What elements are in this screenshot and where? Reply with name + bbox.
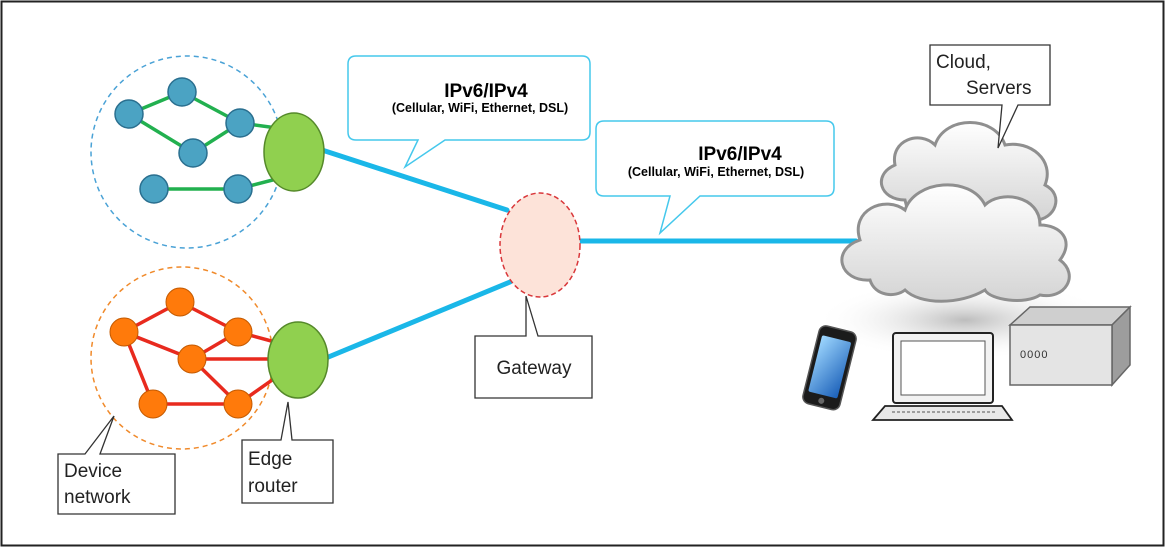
callout-link-top: IPv6/IPv4 (Cellular, WiFi, Ethernet, DSL… bbox=[347, 55, 591, 170]
callout-subtitle: (Cellular, WiFi, Ethernet, DSL) bbox=[392, 101, 568, 115]
callout-shape bbox=[595, 120, 835, 236]
cloud-front bbox=[840, 183, 1071, 303]
callout-title: IPv6/IPv4 bbox=[698, 144, 782, 165]
node bbox=[114, 99, 144, 129]
callout-label: Gateway bbox=[497, 358, 572, 379]
callout-edge-router: Edge router bbox=[241, 401, 334, 504]
callout-device-network: Device network bbox=[57, 415, 176, 515]
link-top-router-gateway bbox=[319, 147, 510, 213]
callout-cloud: Cloud, Servers bbox=[929, 44, 1051, 149]
server-indicator: 0000 bbox=[1020, 349, 1048, 361]
callout-line: network bbox=[64, 487, 131, 508]
callout-gateway: Gateway bbox=[474, 295, 593, 399]
callout-shape bbox=[474, 295, 593, 399]
laptop-base bbox=[871, 405, 1014, 421]
network-nodes bbox=[114, 77, 255, 204]
node bbox=[223, 389, 253, 419]
callout-title: IPv6/IPv4 bbox=[444, 81, 528, 102]
callout-line: Servers bbox=[966, 78, 1031, 99]
callout-line: router bbox=[248, 476, 298, 497]
callout-shape bbox=[347, 55, 591, 170]
cloud-icon bbox=[840, 121, 1071, 303]
gateway-node bbox=[499, 192, 581, 298]
callout-line: Edge bbox=[248, 449, 292, 470]
callout-line: Device bbox=[64, 461, 122, 482]
server-top bbox=[1008, 306, 1132, 326]
ip-links bbox=[319, 147, 859, 361]
link-bottom-router-gateway bbox=[323, 279, 513, 361]
edge-router-bottom bbox=[267, 321, 329, 399]
server-icon: 0000 bbox=[1008, 305, 1132, 387]
callout-shape bbox=[57, 415, 176, 515]
node bbox=[223, 174, 253, 204]
phone-icon bbox=[802, 325, 857, 411]
callout-link-right: IPv6/IPv4 (Cellular, WiFi, Ethernet, DSL… bbox=[595, 120, 835, 236]
node bbox=[139, 174, 169, 204]
callout-shape bbox=[929, 44, 1051, 149]
server-front bbox=[1009, 324, 1113, 386]
phone-screen bbox=[808, 335, 851, 399]
device-network-blue bbox=[90, 55, 293, 249]
callout-line: Cloud, bbox=[936, 52, 991, 73]
laptop-screen bbox=[900, 340, 986, 396]
node bbox=[177, 344, 207, 374]
node bbox=[165, 287, 195, 317]
edge-router-top bbox=[263, 112, 325, 192]
node bbox=[167, 77, 197, 107]
callout-shape bbox=[241, 401, 334, 504]
node bbox=[138, 389, 168, 419]
node bbox=[109, 317, 139, 347]
node bbox=[225, 108, 255, 138]
callout-subtitle: (Cellular, WiFi, Ethernet, DSL) bbox=[628, 165, 804, 179]
phone-home-button bbox=[818, 397, 825, 404]
node bbox=[223, 317, 253, 347]
laptop-icon bbox=[871, 332, 1014, 421]
node bbox=[178, 138, 208, 168]
network-nodes bbox=[109, 287, 253, 419]
